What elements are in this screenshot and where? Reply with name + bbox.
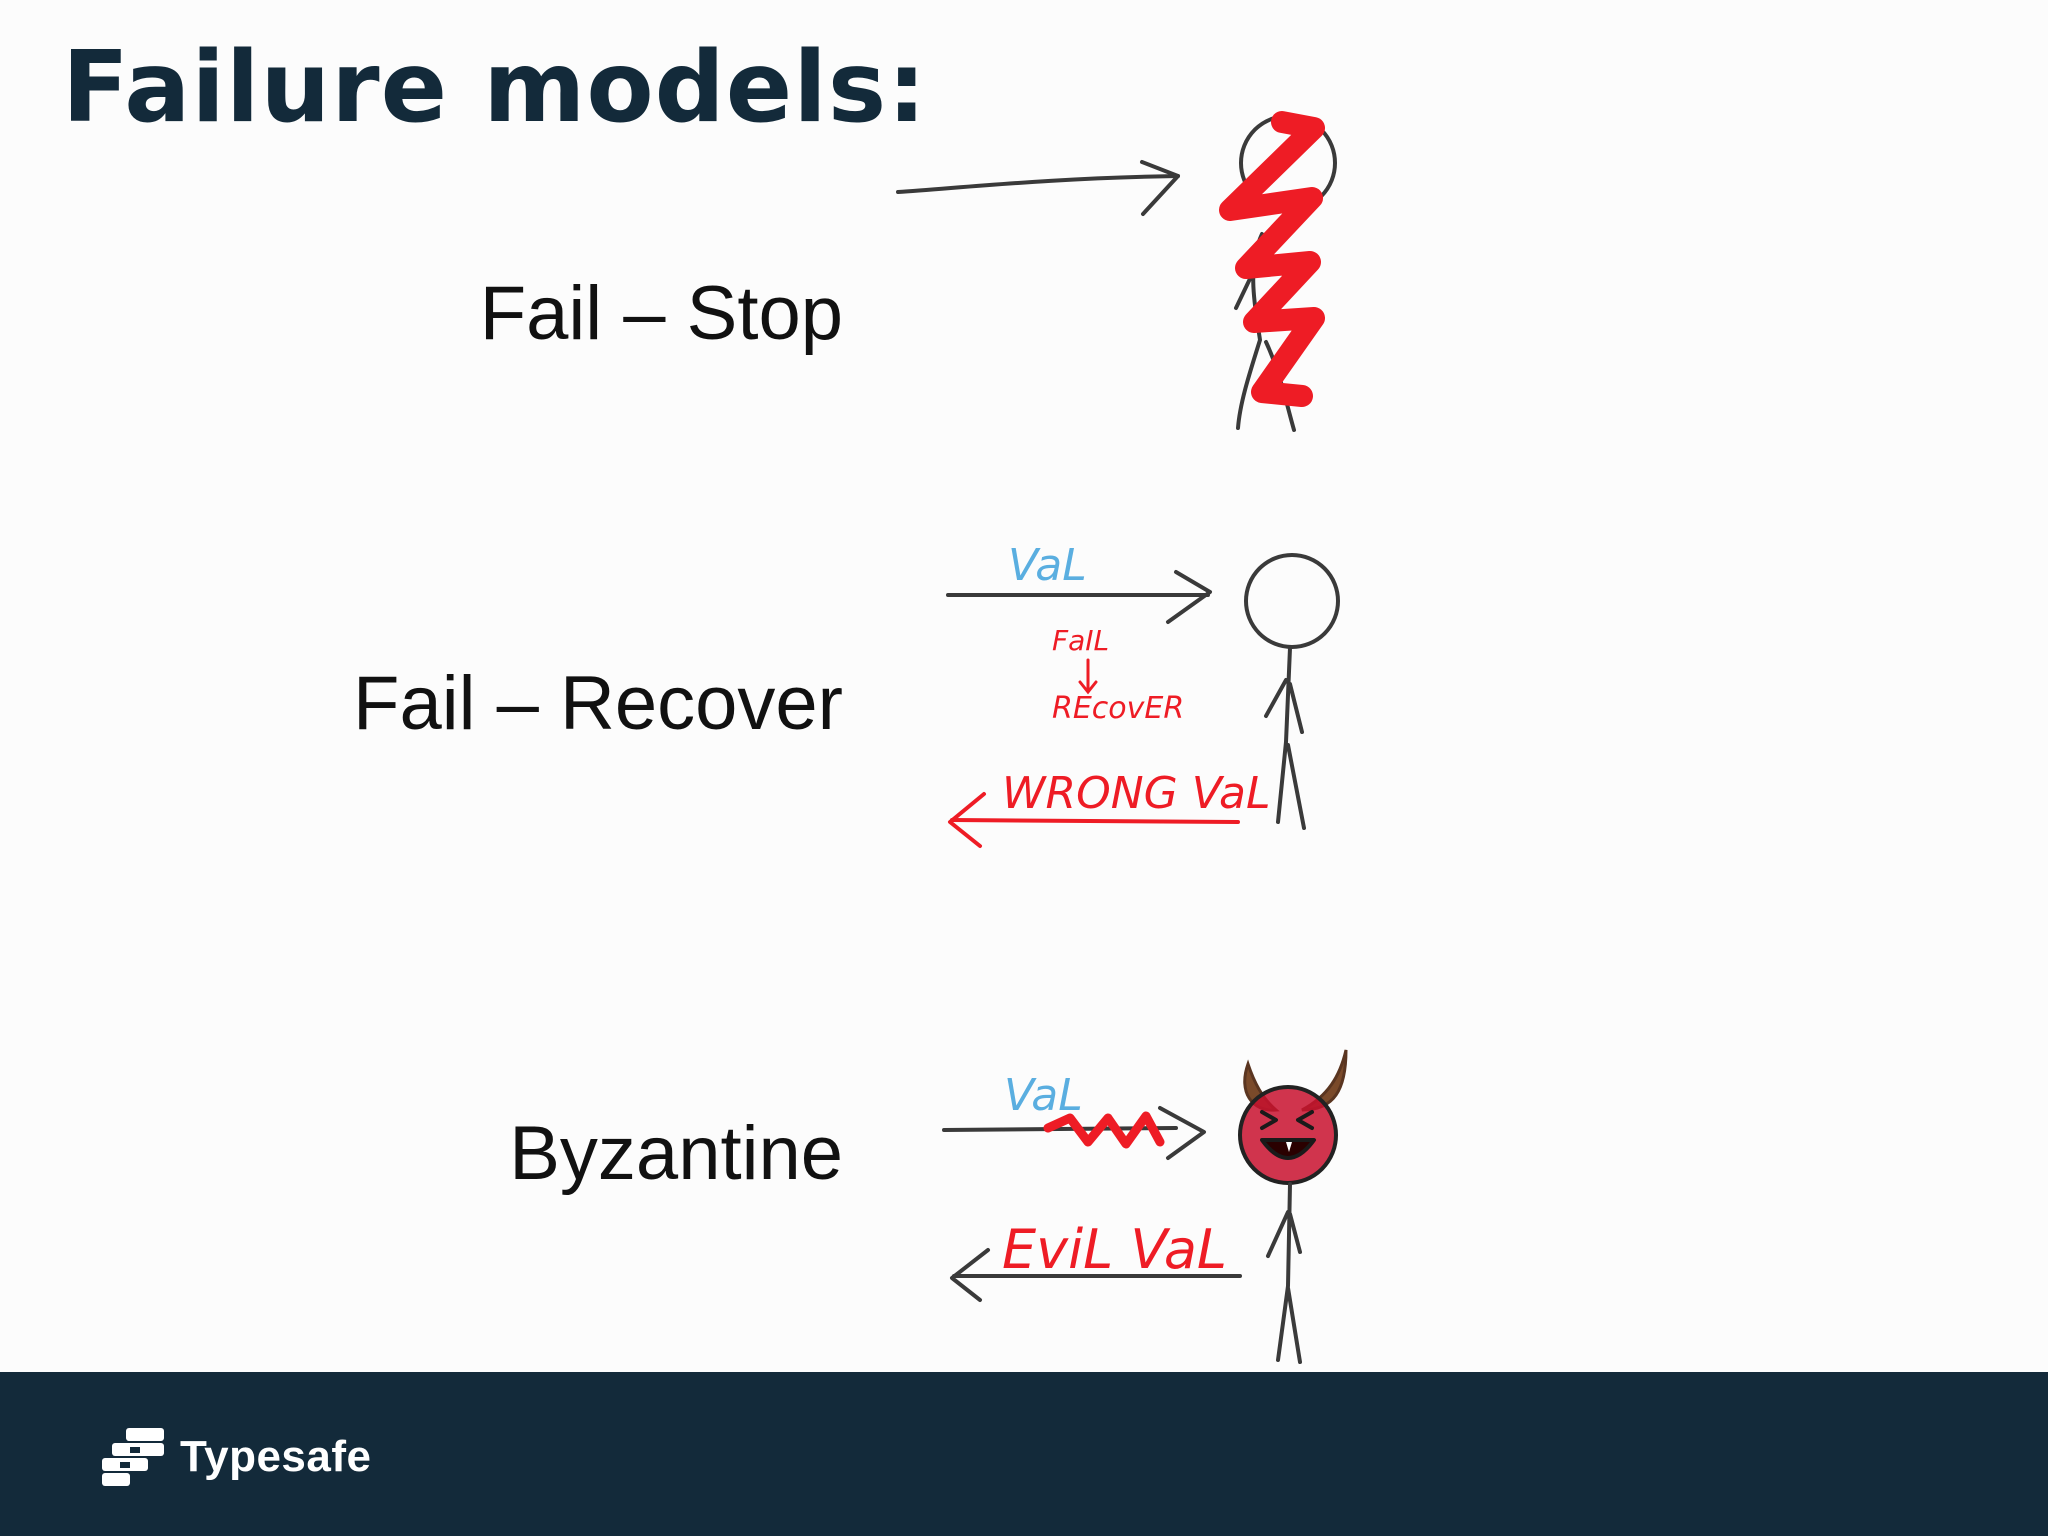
model-label-fail-recover: Fail – Recover xyxy=(353,661,843,746)
fail-stop-illustration xyxy=(896,111,1337,432)
slide-content-area xyxy=(0,0,2048,1372)
request-value-label: VaL xyxy=(1008,540,1087,591)
response-arrow xyxy=(950,818,1240,824)
down-arrow-icon xyxy=(1078,658,1098,695)
arrowhead xyxy=(1166,570,1212,624)
arrowhead xyxy=(1140,160,1180,216)
model-label-fail-stop: Fail – Stop xyxy=(479,271,843,356)
stick-figure-body xyxy=(1266,1182,1302,1364)
slide-title: Failure models: xyxy=(62,31,928,145)
recover-note: REcovER xyxy=(1052,691,1184,726)
fail-recover-illustration: VaL FaIL REcovER WRONG VaL xyxy=(946,540,1340,848)
eye-left-icon xyxy=(1260,1110,1278,1130)
footer-bar xyxy=(0,1372,2048,1536)
typesafe-logo-icon xyxy=(102,1428,164,1486)
request-value-label: VaL xyxy=(1004,1070,1083,1121)
grin-mouth xyxy=(1260,1138,1316,1160)
response-value-label: EviL VaL xyxy=(1002,1218,1227,1281)
request-arrow xyxy=(896,174,1180,194)
arrowhead xyxy=(1158,1106,1206,1160)
crossed-out-scribble xyxy=(1219,111,1325,407)
fang xyxy=(1286,1142,1292,1152)
arrowhead xyxy=(948,792,986,848)
corrupted-value-scribble xyxy=(1043,1111,1165,1149)
brand-name: Typesafe xyxy=(180,1432,372,1481)
eye-right-icon xyxy=(1296,1110,1314,1130)
typesafe-logo: Typesafe xyxy=(100,1424,372,1490)
stick-figure-body xyxy=(1264,646,1306,830)
byzantine-illustration: VaL EviL VaL xyxy=(942,1049,1348,1364)
arrowhead xyxy=(950,1248,990,1302)
stick-figure-head xyxy=(1244,553,1340,649)
devil-head xyxy=(1238,1085,1338,1185)
fail-note: FaIL xyxy=(1052,624,1109,657)
model-label-byzantine: Byzantine xyxy=(509,1111,843,1196)
response-value-label: WRONG VaL xyxy=(1002,768,1270,819)
